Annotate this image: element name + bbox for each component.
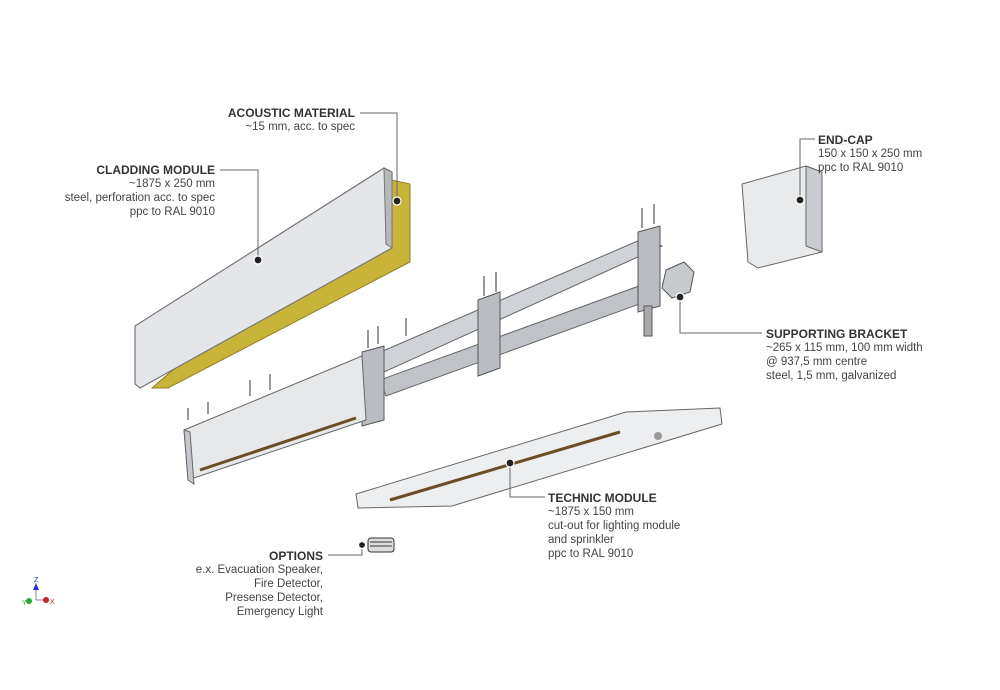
speaker-icon	[367, 537, 395, 553]
label-line: cut-out for lighting module	[548, 520, 681, 532]
label-line: ppc to RAL 9010	[818, 162, 904, 174]
label-line: e.x. Evacuation Speaker,	[195, 564, 323, 576]
axis-triad: Z Y X	[22, 577, 55, 607]
label-title: ACOUSTIC MATERIAL	[227, 106, 355, 120]
end-cap-side	[805, 165, 823, 253]
leader-dots	[253, 195, 805, 550]
label-line: and sprinkler	[548, 534, 614, 546]
label-line: ppc to RAL 9010	[129, 206, 215, 218]
label-line: Fire Detector,	[253, 578, 323, 590]
axis-y-label: Y	[22, 600, 27, 607]
assembled-module-side	[183, 429, 195, 485]
sprinkler	[643, 305, 653, 337]
axis-z-label: Z	[34, 577, 39, 584]
label-acoustic-material: ACOUSTIC MATERIAL ~15 mm, acc. to spec	[228, 106, 355, 134]
label-line: Emergency Light	[236, 606, 323, 618]
label-line: ~1875 x 250 mm	[129, 178, 215, 190]
light-slot	[199, 416, 357, 472]
cladding-edge	[383, 167, 393, 249]
label-title: TECHNIC MODULE	[548, 491, 657, 505]
label-line: steel, 1,5 mm, galvanized	[766, 370, 897, 382]
technic-light-slot	[389, 430, 621, 502]
label-line: ~265 x 115 mm, 100 mm width	[766, 342, 923, 354]
label-line: 150 x 150 x 250 mm	[818, 148, 923, 160]
label-supporting-bracket: SUPPORTING BRACKET ~265 x 115 mm, 100 mm…	[766, 327, 923, 383]
label-options: OPTIONS e.x. Evacuation Speaker, Fire De…	[196, 549, 323, 619]
junction-box	[661, 261, 695, 299]
label-technic-module: TECHNIC MODULE ~1875 x 150 mm cut-out fo…	[548, 491, 680, 561]
label-line: ~15 mm, acc. to spec	[245, 121, 355, 133]
label-line: @ 937,5 mm centre	[766, 356, 868, 368]
label-title: OPTIONS	[268, 549, 323, 563]
supporting-bracket-1	[477, 291, 501, 377]
label-cladding-module: CLADDING MODULE ~1875 x 250 mm steel, pe…	[65, 163, 215, 219]
label-end-cap: END-CAP 150 x 150 x 250 mm ppc to RAL 90…	[818, 133, 922, 175]
label-title: CLADDING MODULE	[96, 163, 215, 177]
label-line: ~1875 x 150 mm	[548, 506, 634, 518]
supporting-bracket-2	[637, 225, 661, 313]
assembled-module	[183, 355, 367, 481]
threaded-rods	[187, 204, 655, 420]
axis-x-label: X	[50, 599, 55, 606]
label-title: SUPPORTING BRACKET	[766, 327, 908, 341]
sprinkler-cutout	[654, 432, 662, 440]
label-line: Presense Detector,	[225, 592, 323, 604]
label-title: END-CAP	[818, 133, 873, 147]
label-line: ppc to RAL 9010	[548, 548, 634, 560]
label-line: steel, perforation acc. to spec	[64, 192, 215, 204]
